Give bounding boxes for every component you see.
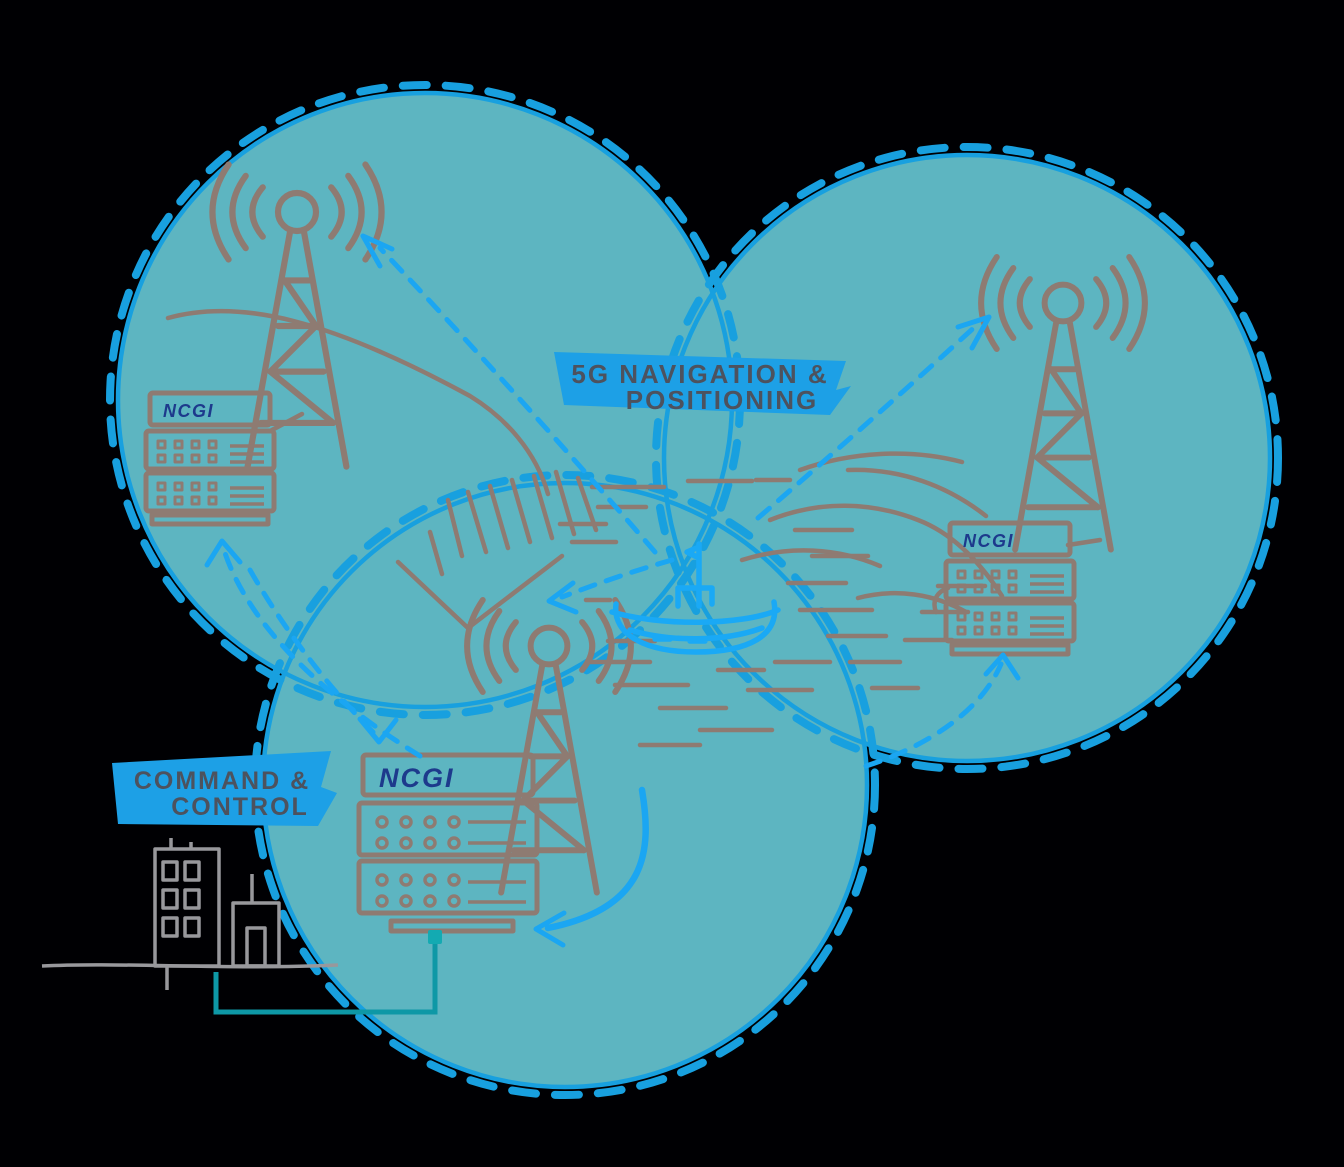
building-windows	[161, 860, 201, 938]
dashed-arrow-boat-to-bottom-tower	[559, 557, 675, 600]
terrain-ridge-left	[165, 308, 551, 497]
server-racks: NCGI NCGI NCGI	[143, 390, 1077, 934]
dashed-arrow-boat-to-left-tower	[377, 245, 658, 555]
water-dashes	[557, 477, 988, 748]
rack-unit	[356, 800, 540, 858]
terrain-hatching	[427, 469, 599, 577]
rack-vents	[468, 820, 526, 904]
rack-vents	[1030, 574, 1064, 636]
rack-unit	[356, 858, 540, 916]
arrowhead-rack-top-left	[204, 538, 243, 568]
control-link-line	[213, 938, 438, 1015]
rack-vents	[230, 444, 264, 506]
arrowhead-rack-bottom	[357, 716, 399, 745]
terrain-lines	[165, 308, 1103, 631]
server-rack-top-left: NCGI	[143, 390, 277, 527]
rack-unit	[943, 558, 1077, 602]
building-main-block	[153, 847, 221, 968]
rack-buttons	[956, 569, 1018, 636]
signal-arrows	[204, 233, 1021, 948]
dashed-arrow-to-rack-right	[863, 661, 1004, 769]
arrowhead-solid-rack-bottom	[533, 910, 567, 948]
coverage-dashes-right	[652, 143, 1282, 773]
rack-unit	[147, 390, 273, 428]
water-lines	[557, 477, 988, 748]
boat-mast	[684, 541, 702, 609]
coverage-area-bottom	[263, 483, 867, 1087]
arrowhead-bottom-tower	[546, 580, 579, 615]
dashed-arrow-boat-to-right-tower	[755, 321, 981, 521]
building-roof-antenna	[165, 838, 254, 990]
banner-5g-navigation-line1: 5G NAVIGATION &	[571, 359, 828, 389]
banner-command-control	[112, 751, 337, 826]
ncgi-label: NCGI	[163, 401, 214, 421]
boat-cabin	[675, 585, 715, 609]
banner-5g-navigation	[554, 352, 851, 415]
command-center-building	[41, 838, 339, 990]
banner-command-control-line2: CONTROL	[171, 793, 309, 821]
rack-unit	[143, 428, 277, 472]
server-rack-right: NCGI	[943, 520, 1077, 657]
banner-command-control-line1: COMMAND &	[134, 767, 310, 795]
server-rack-bottom: NCGI	[356, 752, 540, 934]
terrain-right-shore	[739, 451, 1005, 615]
arrowhead-left-tower	[360, 233, 395, 269]
ncgi-label: NCGI	[379, 763, 455, 793]
control-link	[213, 930, 442, 1015]
boat-hull	[613, 599, 778, 655]
boat-gunwale	[609, 607, 781, 625]
banners: 5G NAVIGATION & POSITIONING COMMAND & CO…	[112, 352, 851, 826]
boat-icon	[609, 541, 781, 655]
rack-unit	[943, 600, 1077, 644]
rack-shelf	[388, 918, 516, 934]
boat-waterline	[627, 625, 765, 644]
rack-shelf	[949, 642, 1071, 657]
rack-unit	[143, 470, 277, 514]
ncgi-label: NCGI	[963, 531, 1014, 551]
rack-unit	[947, 520, 1073, 558]
coverage-border-right	[661, 152, 1273, 764]
control-link-node	[428, 930, 442, 944]
rack-buttons	[375, 815, 461, 908]
rack-shelf	[149, 512, 271, 527]
arrowhead-rack-right	[983, 652, 1021, 681]
rack-unit	[360, 752, 536, 798]
arrowhead-right-tower	[955, 314, 992, 351]
building-door	[245, 926, 267, 968]
solid-arrow-tower-to-rack-bottom	[544, 786, 649, 932]
rack-buttons	[156, 439, 218, 506]
banner-5g-navigation-line2: POSITIONING	[626, 385, 818, 415]
